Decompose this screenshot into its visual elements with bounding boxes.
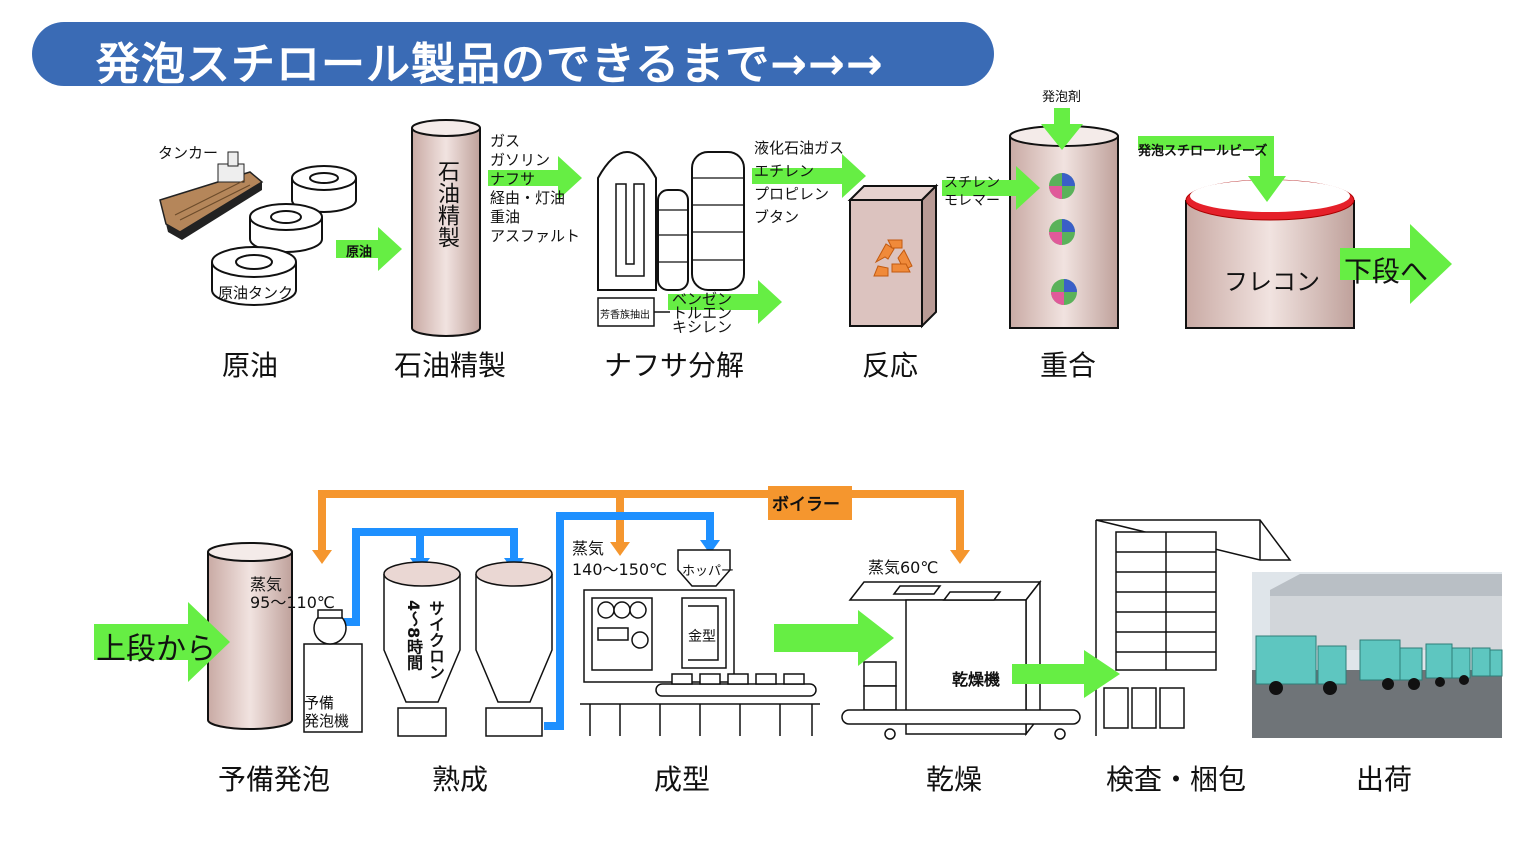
output-item: アスファルト [490, 227, 581, 245]
aromatics-unit-label: 芳香族抽出 [600, 310, 650, 321]
from-top-label: 上段から [96, 632, 216, 667]
mold-label: 金型 [688, 629, 716, 645]
dry-steam-label: 蒸気60℃ [868, 558, 939, 577]
stage-label-top: 重合 [1040, 349, 1097, 382]
output-item: 重油 [490, 208, 521, 226]
product-item: ブタン [754, 208, 800, 226]
tanker-ship [159, 151, 264, 240]
dryer-label: 乾燥機 [952, 670, 1001, 689]
cyclone-time-label: 4～8時間 [404, 600, 423, 671]
crude-tank-label: 原油タンク [218, 284, 294, 302]
aromatics-products: ベンゼン トルエン キシレン [672, 290, 733, 336]
output-item: 経由・灯油 [490, 189, 566, 207]
naphtha-crackers [597, 151, 745, 327]
aromatic-item: トルエン [672, 304, 733, 322]
flow-arrows-bottom [94, 602, 1120, 698]
crude-oil-tanks [211, 165, 357, 306]
steam-pipes-orange [318, 490, 964, 556]
stage-label-top: ナフサ分解 [604, 349, 745, 382]
blowing-agent-label: 発泡剤 [1042, 90, 1082, 105]
frecon-bag [1185, 179, 1355, 329]
boiler-box [768, 486, 852, 520]
frecon-label: フレコン [1224, 268, 1320, 296]
stage-label-bottom: 成型 [654, 763, 711, 796]
pre-expander-machine [303, 609, 363, 733]
aromatic-item: キシレン [672, 318, 733, 336]
stage-label-bottom: 熟成 [432, 763, 489, 796]
pre-expansion-tank [207, 542, 293, 730]
stage-label-bottom: 検査・梱包 [1106, 763, 1247, 796]
title-bar [32, 22, 994, 86]
refinery-outputs: ガス ガソリン ナフサ 経由・灯油 重油 アスファルト [490, 132, 580, 246]
dryer-machine [841, 579, 1081, 740]
product-item: プロピレン [754, 185, 830, 203]
refinery-tower-label: 石油精製 [434, 160, 459, 248]
crude-arrow-label: 原油 [346, 245, 373, 260]
output-item: ガス [490, 132, 521, 150]
cracking-products: 液化石油ガス エチレン プロピレン ブタン [754, 137, 844, 229]
hopper-label: ホッパー [682, 564, 735, 579]
beads-label: 発泡スチロールビーズ [1138, 144, 1268, 159]
mold-steam-label: 蒸気 140～150℃ [572, 539, 668, 579]
aromatic-item: ベンゼン [672, 290, 733, 308]
page-title: 発泡スチロール製品のできるまで→→→ [96, 39, 884, 90]
pre-expander-label: 予備 発泡機 [304, 694, 350, 730]
product-item: 液化石油ガス [754, 139, 845, 157]
recycle-icon [873, 239, 913, 277]
stage-label-bottom: 出荷 [1356, 763, 1413, 796]
boiler-label: ボイラー [772, 495, 840, 515]
tanker-label: タンカー [158, 144, 219, 162]
stage-label-top: 反応 [862, 349, 919, 382]
stage-label-bottom: 予備発泡 [218, 763, 331, 796]
product-item: エチレン [754, 162, 815, 180]
aging-silos [383, 561, 553, 737]
monomer-label: スチレン モレマー [944, 175, 1000, 209]
cyclone-label: サイクロン [426, 600, 445, 680]
stage-label-bottom: 乾燥 [926, 763, 983, 796]
styrene-bead-icon [1049, 173, 1077, 305]
packing-stack [1095, 519, 1292, 736]
molding-machine [580, 549, 820, 736]
pre-steam-label: 蒸気 95～110℃ [250, 575, 335, 612]
refinery-tower [411, 119, 481, 337]
stage-label-top: 石油精製 [394, 349, 507, 382]
next-row-label: 下段へ [1344, 255, 1429, 288]
flow-arrows-top [336, 108, 1452, 324]
polymerization-vessel [1009, 125, 1119, 329]
stage-label-top: 原油 [222, 349, 279, 382]
output-item: ナフサ [490, 170, 536, 188]
steam-pipes-blue [344, 512, 714, 730]
reactor-box [847, 183, 939, 329]
shipping-photo [1252, 572, 1503, 738]
output-item: ガソリン [490, 151, 551, 169]
